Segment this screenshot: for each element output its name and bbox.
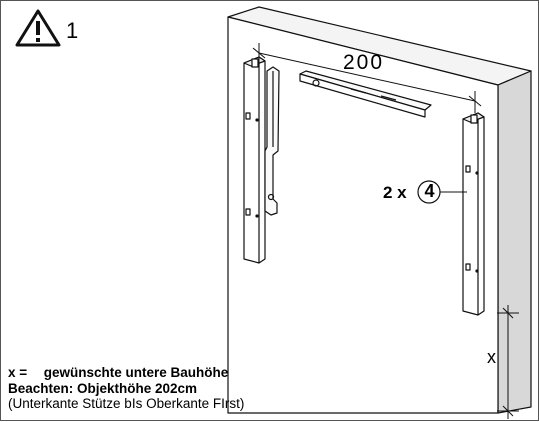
warning-triangle-icon	[15, 9, 61, 47]
note-x-text: gewünschte untere Bauhöhe	[43, 365, 229, 380]
panel-board	[227, 6, 532, 414]
height-dimension-label: x	[487, 347, 496, 367]
note-x-prefix: x =	[8, 365, 28, 380]
horizontal-lath	[299, 70, 432, 118]
height-dimension-line	[497, 305, 519, 419]
note-desired-height: x = gewünschte untere Bauhöhe	[8, 365, 228, 380]
left-post	[243, 56, 266, 264]
width-dimension-label: 200	[343, 51, 385, 74]
step-number: 1	[66, 18, 79, 43]
part-callout	[417, 180, 467, 204]
part-number: 4	[424, 181, 435, 201]
note-measure-range: (Unterkante Stütze bIs Oberkante FIrst)	[8, 396, 245, 411]
loose-lath-vertical	[264, 66, 280, 216]
right-post	[462, 112, 485, 316]
width-dimension-line	[252, 43, 482, 113]
note-object-height: Beachten: Objekthöhe 202cm	[8, 381, 198, 396]
part-quantity: 2 x	[383, 183, 407, 202]
